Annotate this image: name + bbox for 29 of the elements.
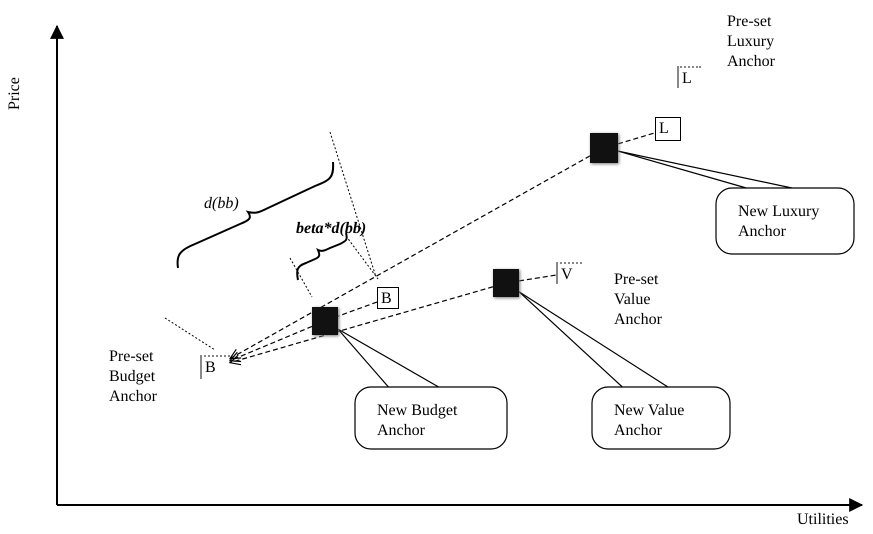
anchor-square	[312, 307, 338, 335]
connector-line	[338, 301, 378, 317]
arrow	[229, 286, 494, 366]
anchor-letter: L	[682, 69, 692, 89]
anchor-caption: Pre-set Value Anchor	[614, 270, 663, 330]
callout-text: New Luxury Anchor	[738, 202, 820, 242]
anchor-box	[377, 287, 399, 309]
anchor-letter: V	[561, 265, 573, 285]
leader-line	[618, 150, 792, 189]
anchor-square	[590, 133, 618, 163]
anchor-box	[655, 117, 681, 141]
leader-line	[518, 291, 668, 388]
arrow	[229, 326, 312, 362]
anchor-letter: L	[659, 119, 669, 139]
anchor-letter: B	[381, 289, 392, 309]
axis-title: Price	[5, 77, 24, 110]
axis-title: Utilities	[797, 510, 849, 530]
callout-text: New Value Anchor	[614, 401, 686, 441]
anchor-square	[493, 269, 519, 297]
leader-line	[338, 328, 439, 388]
arrow	[229, 155, 590, 360]
connector-line	[518, 274, 556, 282]
connector-line	[618, 132, 656, 144]
dimension-label: d(bb)	[204, 194, 239, 214]
anchor-letter: B	[205, 358, 216, 378]
callout-text: New Budget Anchor	[377, 401, 458, 441]
anchor-caption: Pre-set Budget Anchor	[109, 347, 158, 407]
dimension-label: beta*d(bb)	[296, 219, 366, 239]
anchor-caption: Pre-set Luxury Anchor	[727, 12, 776, 72]
